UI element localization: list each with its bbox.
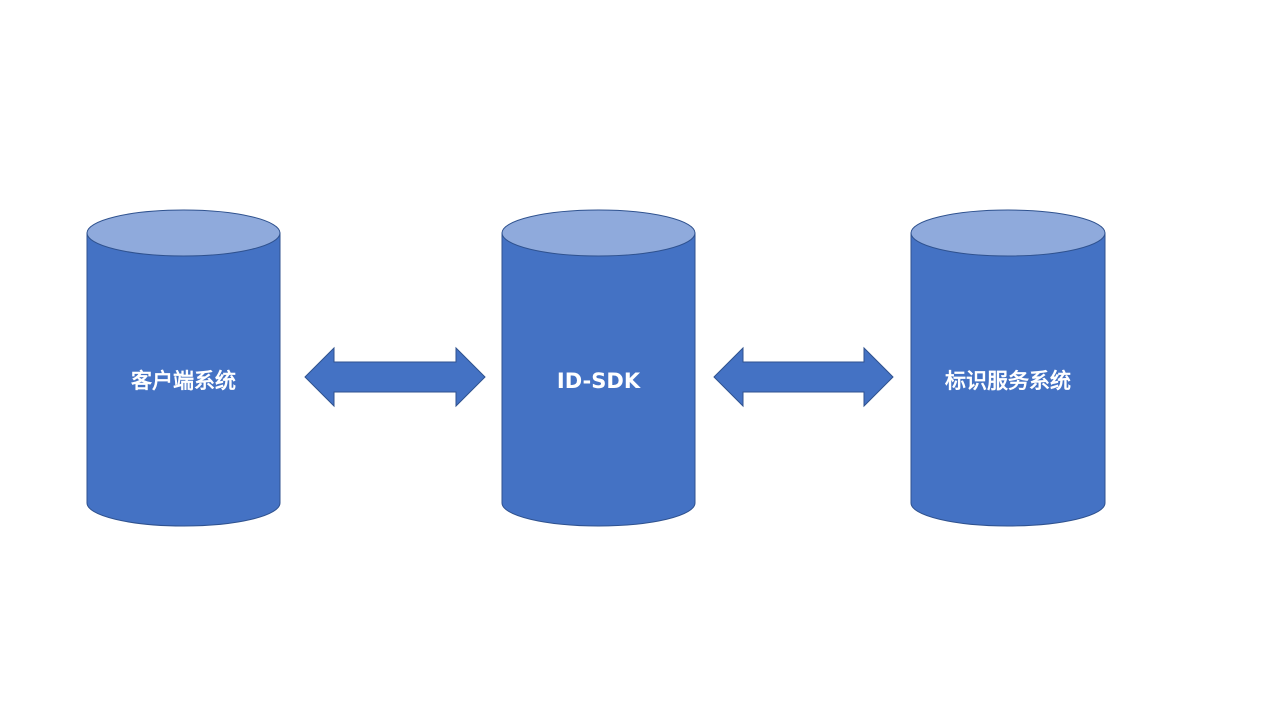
client-system-cylinder-body xyxy=(86,232,281,527)
id-sdk-cylinder-body xyxy=(501,232,696,527)
identifier-service-node: 标识服务系统 xyxy=(910,209,1106,527)
identifier-service-cylinder-body xyxy=(910,232,1106,527)
client-system-node: 客户端系统 xyxy=(86,209,281,527)
identifier-service-cylinder-top xyxy=(910,209,1106,257)
id-sdk-cylinder-top xyxy=(501,209,696,257)
id-sdk-label: ID-SDK xyxy=(557,369,641,393)
client-system-cylinder-top xyxy=(86,209,281,257)
identifier-service-label: 标识服务系统 xyxy=(945,369,1071,393)
id-sdk-node: ID-SDK xyxy=(501,209,696,527)
sdk-service-double-arrow xyxy=(713,346,894,408)
client-system-label: 客户端系统 xyxy=(131,369,236,393)
client-sdk-double-arrow xyxy=(304,346,486,408)
